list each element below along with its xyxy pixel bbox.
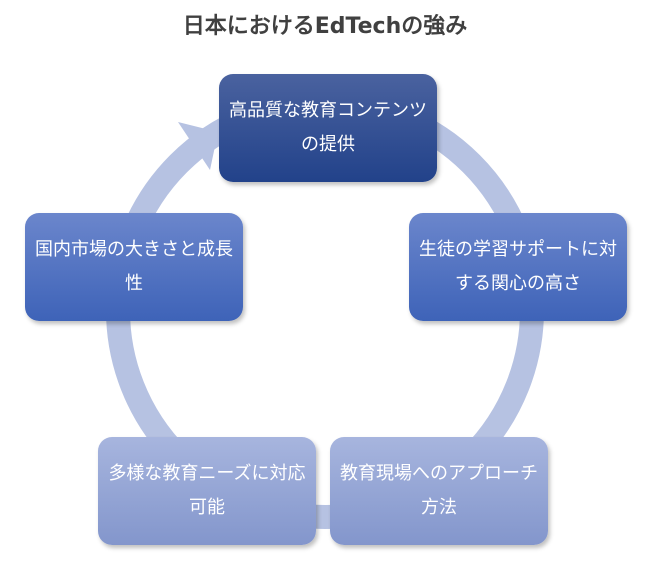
cycle-node-diverse-needs: 多様な教育ニーズに対応可能 [98, 437, 316, 545]
node-label: 多様な教育ニーズに対応可能 [108, 463, 306, 518]
diagram-title: 日本におけるEdTechの強み [182, 14, 468, 39]
cycle-node-student-support: 生徒の学習サポートに対する関心の高さ [409, 213, 627, 321]
node-label: 教育現場へのアプローチ方法 [340, 463, 538, 518]
node-label: 高品質な教育コンテンツの提供 [229, 100, 427, 155]
cycle-node-market: 国内市場の大きさと成長性 [25, 213, 243, 321]
cycle-node-approach: 教育現場へのアプローチ方法 [330, 437, 548, 545]
node-label: 生徒の学習サポートに対する関心の高さ [419, 239, 617, 294]
cycle-node-content: 高品質な教育コンテンツの提供 [219, 74, 437, 182]
cycle-arrowhead-icon [178, 122, 218, 170]
node-label: 国内市場の大きさと成長性 [35, 239, 233, 294]
